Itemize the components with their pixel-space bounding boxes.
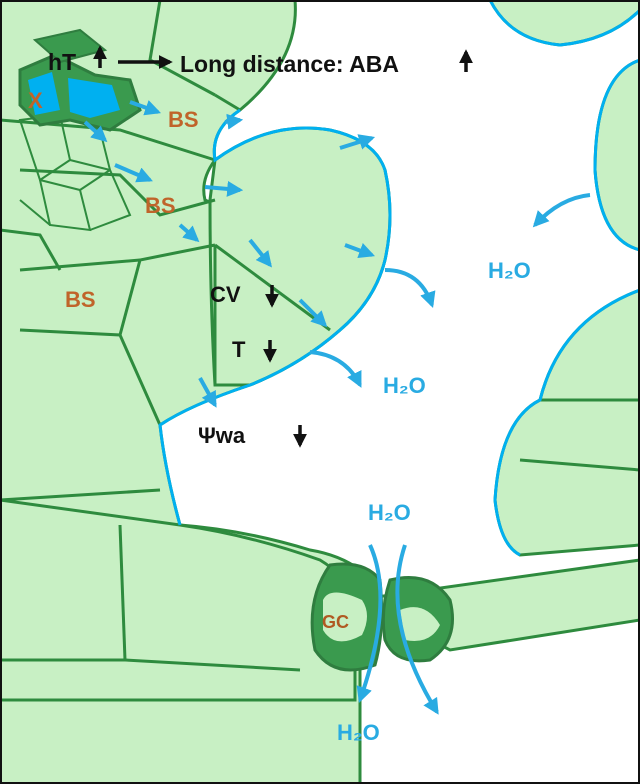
xylem	[18, 28, 142, 132]
label-bs-2: BS	[145, 193, 176, 218]
guard-cells	[310, 562, 454, 672]
water-film-lining	[158, 0, 640, 557]
label-long-distance: Long distance: ABA	[180, 51, 399, 77]
label-water-mid: H₂O	[383, 373, 426, 398]
label-guard-cell: GC	[322, 612, 349, 632]
label-hT: hT	[48, 49, 76, 75]
vascular-bundle-cells	[18, 113, 132, 232]
label-water-right: H₂O	[488, 258, 531, 283]
water-flow-arrows	[83, 100, 591, 715]
right-lower-walls	[519, 398, 640, 472]
black-indicator-arrows	[93, 45, 473, 448]
label-t: T	[232, 337, 246, 362]
label-water-stoma-top: H₂O	[368, 500, 411, 525]
label-bs-3: BS	[65, 287, 96, 312]
label-cv: CV	[210, 282, 241, 307]
label-water-stoma-bottom: H₂O	[337, 720, 380, 745]
label-bs-1: BS	[168, 107, 199, 132]
label-xylem: X	[28, 88, 43, 113]
label-psi-wa: Ψwa	[198, 423, 246, 448]
